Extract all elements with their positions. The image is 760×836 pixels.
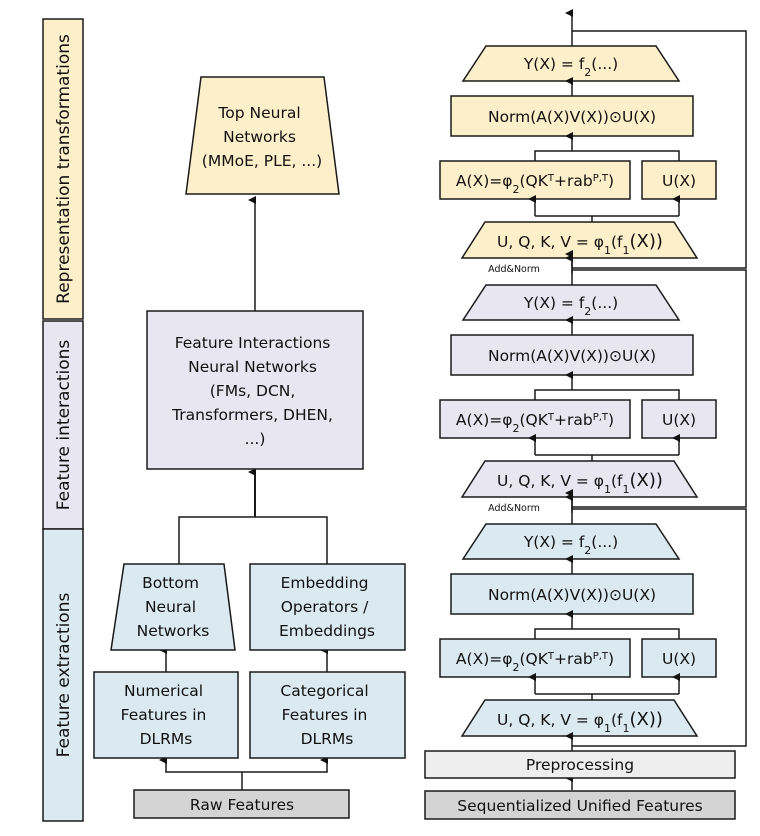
norm-box bbox=[450, 573, 694, 615]
sidebar-section-interactions: Feature interactions bbox=[42, 320, 84, 530]
preprocessing-label: Preprocessing bbox=[526, 756, 634, 774]
attention-box bbox=[439, 160, 631, 200]
uqkv-projection-box bbox=[460, 221, 699, 259]
y-transform-box bbox=[461, 45, 681, 82]
connector bbox=[534, 150, 680, 161]
embedding-operators: Embedding Operators / Embeddings bbox=[249, 563, 406, 651]
connector bbox=[534, 628, 680, 639]
top-neural-networks: Top Neural Networks (MMoE, PLE, ...) bbox=[185, 76, 340, 195]
y-transform-label: Y(X) = f2(...) bbox=[523, 55, 618, 79]
residual-connection bbox=[572, 508, 747, 747]
embedding-line: Embedding bbox=[281, 574, 369, 592]
svg-text:Categorical Features i: Categorical Features in DLRMs bbox=[280, 682, 373, 748]
hstu-layer-3: Y(X) = f2(...) Norm(A(X)V(X))⊙U(X) A(X)=φ2… bbox=[439, 489, 747, 752]
u-gate-box bbox=[641, 160, 717, 200]
norm-label: Norm(A(X)V(X))⊙U(X) bbox=[488, 586, 656, 604]
sidebar-label-representation: Representation transformations bbox=[54, 34, 74, 304]
uqkv-projection-box bbox=[460, 699, 699, 737]
top-nn-line: (MMoE, PLE, ...) bbox=[202, 152, 322, 170]
hstu-layer-1: Y(X) = f2(...) Norm(A(X)V(X))⊙U(X) A(X)=φ2… bbox=[439, 9, 747, 275]
connector bbox=[178, 516, 328, 564]
numerical-features: Numerical Features in DLRMs bbox=[93, 671, 239, 759]
interactions-line: ...) bbox=[245, 430, 266, 448]
embedding-line: Embeddings bbox=[279, 622, 375, 640]
top-nn-line: Networks bbox=[223, 128, 296, 146]
top-nn-line: Top Neural bbox=[217, 104, 300, 122]
sidebar-label-extractions: Feature extractions bbox=[54, 593, 74, 758]
dlrm-architecture: Top Neural Networks (MMoE, PLE, ...) Fea… bbox=[93, 76, 406, 819]
categorical-line: Categorical bbox=[280, 682, 368, 700]
embedding-line: Operators / bbox=[281, 598, 369, 616]
raw-features: Raw Features bbox=[133, 789, 350, 819]
svg-text:Top Neural Networks: Top Neural Networks (MMoE, PLE, ...) bbox=[202, 104, 322, 170]
add-norm-label: Add&Norm bbox=[488, 264, 540, 275]
categorical-line: Features in bbox=[282, 706, 368, 724]
hstu-layer-2: Y(X) = f2(...) Norm(A(X)V(X))⊙U(X) A(X)=φ2… bbox=[439, 250, 747, 514]
categorical-line: DLRMs bbox=[301, 730, 354, 748]
uqkv-projection-label: U, Q, K, V = φ1(f1(X)) bbox=[497, 709, 663, 735]
norm-box bbox=[450, 334, 694, 376]
y-transform-box bbox=[461, 284, 681, 321]
sidebar-section-extractions: Feature extractions bbox=[42, 528, 84, 822]
input-features-label: Sequentialized Unified Features bbox=[457, 797, 703, 815]
attention-box bbox=[439, 399, 631, 439]
y-transform-label: Y(X) = f2(...) bbox=[523, 533, 618, 557]
norm-box bbox=[450, 95, 694, 137]
uqkv-projection-label: U, Q, K, V = φ1(f1(X)) bbox=[497, 231, 663, 257]
raw-features-label: Raw Features bbox=[190, 796, 294, 814]
y-transform-label: Y(X) = f2(...) bbox=[523, 294, 618, 318]
svg-text:Feature Interactions N: Feature Interactions Neural Networks (FM… bbox=[171, 334, 338, 448]
u-gate-label: U(X) bbox=[662, 411, 696, 429]
numerical-line: Numerical bbox=[124, 682, 203, 700]
attention-label: A(X)=φ2(QKT+rabP,T) bbox=[456, 650, 614, 674]
sidebar: Representation transformations Feature i… bbox=[42, 18, 84, 822]
uqkv-projection-box bbox=[460, 460, 699, 498]
u-gate-label: U(X) bbox=[662, 650, 696, 668]
add-norm-label: Add&Norm bbox=[488, 503, 540, 514]
attention-label: A(X)=φ2(QKT+rabP,T) bbox=[456, 172, 614, 196]
connector bbox=[165, 771, 328, 773]
preprocessing-box: Preprocessing bbox=[424, 750, 736, 779]
bottom-neural-networks: Bottom Neural Networks bbox=[110, 563, 236, 651]
bottom-nn-line: Neural bbox=[145, 598, 196, 616]
connector bbox=[534, 389, 680, 400]
u-gate-label: U(X) bbox=[662, 172, 696, 190]
svg-text:Numerical Features in: Numerical Features in DLRMs bbox=[121, 682, 212, 748]
categorical-features: Categorical Features in DLRMs bbox=[249, 671, 406, 759]
residual-connection bbox=[572, 30, 747, 269]
svg-text:Bottom Neural: Bottom Neural Networks bbox=[137, 574, 210, 640]
attention-label: A(X)=φ2(QKT+rabP,T) bbox=[456, 411, 614, 435]
uqkv-projection-label: U, Q, K, V = φ1(f1(X)) bbox=[497, 470, 663, 496]
interactions-line: (FMs, DCN, bbox=[210, 382, 296, 400]
bottom-nn-line: Networks bbox=[137, 622, 210, 640]
hstu-architecture: Y(X) = f2(...) Norm(A(X)V(X))⊙U(X) A(X)=φ2… bbox=[439, 9, 747, 752]
input-features-box: Sequentialized Unified Features bbox=[424, 790, 736, 820]
svg-text:Embedding Operators /: Embedding Operators / Embeddings bbox=[279, 574, 375, 640]
numerical-line: Features in bbox=[121, 706, 207, 724]
interactions-line: Neural Networks bbox=[188, 358, 317, 376]
bottom-nn-line: Bottom bbox=[142, 574, 199, 592]
hstu-input: Preprocessing Sequentialized Unified Fea… bbox=[424, 750, 736, 820]
sidebar-section-representation: Representation transformations bbox=[42, 18, 84, 320]
numerical-line: DLRMs bbox=[140, 730, 193, 748]
interactions-line: Transformers, DHEN, bbox=[171, 406, 333, 424]
norm-label: Norm(A(X)V(X))⊙U(X) bbox=[488, 108, 656, 126]
interactions-line: Feature Interactions bbox=[175, 334, 331, 352]
residual-connection bbox=[572, 269, 747, 508]
norm-label: Norm(A(X)V(X))⊙U(X) bbox=[488, 347, 656, 365]
attention-box bbox=[439, 638, 631, 678]
u-gate-box bbox=[641, 399, 717, 439]
sidebar-label-interactions: Feature interactions bbox=[54, 340, 74, 511]
feature-interactions-box: Feature Interactions Neural Networks (FM… bbox=[146, 310, 364, 470]
y-transform-box bbox=[461, 523, 681, 560]
